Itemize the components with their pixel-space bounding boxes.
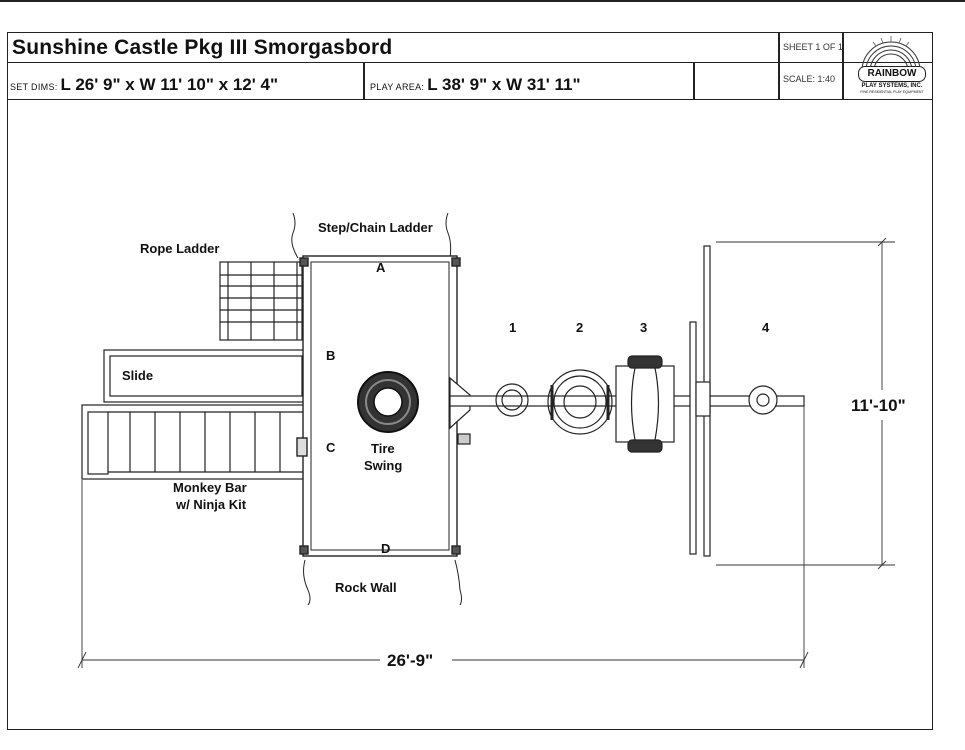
deck-point-a: A	[376, 260, 386, 275]
length-dimension: 26'-9"	[387, 651, 433, 670]
tire-label-2: Swing	[364, 458, 402, 473]
top-border	[0, 0, 965, 2]
title-row: Sunshine Castle Pkg III Smorgasbord	[8, 33, 932, 63]
deck-point-c: C	[326, 440, 336, 455]
logo-subtitle: PLAY SYSTEMS, INC.	[861, 83, 923, 89]
swing-1	[495, 383, 529, 417]
sheet-number: SHEET 1 OF 1	[783, 42, 843, 52]
slide	[103, 349, 305, 403]
divider	[778, 33, 780, 100]
a-frame	[689, 245, 711, 557]
swing-4	[748, 385, 778, 415]
page-title: Sunshine Castle Pkg III Smorgasbord	[12, 36, 393, 59]
deck-point-d: D	[381, 541, 390, 556]
rainbow-arc-icon	[861, 36, 921, 72]
logo-tagline: FINE RESIDENTIAL PLAY EQUIPMENT	[860, 90, 924, 94]
scale-text: SCALE: 1:40	[783, 74, 836, 84]
width-dimension: 11'-10"	[851, 396, 906, 415]
swing-3	[615, 355, 675, 453]
monkey-bar	[81, 404, 305, 480]
play-area-value: L 38' 9" x W 31' 11"	[427, 75, 581, 94]
divider	[363, 63, 365, 100]
rainbow-logo: RAINBOW PLAY SYSTEMS, INC. FINE RESIDENT…	[848, 33, 934, 100]
play-area: PLAY AREA:L 38' 9" x W 31' 11"	[370, 75, 581, 95]
dims-row: SET DIMS:L 26' 9" x W 11' 10" x 12' 4" P…	[8, 63, 932, 100]
position-2-label: 2	[576, 320, 583, 335]
step-chain-ladder-label: Step/Chain Ladder	[318, 220, 433, 235]
position-3-label: 3	[640, 320, 647, 335]
set-dims: SET DIMS:L 26' 9" x W 11' 10" x 12' 4"	[10, 75, 278, 95]
divider	[842, 33, 844, 100]
break-lines	[291, 212, 462, 606]
monkey-bar-label-2: w/ Ninja Kit	[175, 497, 247, 512]
monkey-bar-label-1: Monkey Bar	[173, 480, 247, 495]
rope-ladder	[219, 261, 303, 341]
logo-wordmark: RAINBOW	[858, 66, 926, 82]
set-dims-value: L 26' 9" x W 11' 10" x 12' 4"	[60, 75, 279, 94]
position-1-label: 1	[509, 320, 516, 335]
swing-2	[547, 369, 613, 435]
dimension-lines	[77, 237, 895, 669]
divider	[693, 63, 695, 100]
tire-swing	[357, 371, 419, 433]
drawing-sheet: Sunshine Castle Pkg III Smorgasbord SET …	[7, 32, 933, 730]
rock-wall-label: Rock Wall	[335, 580, 397, 595]
play-area-label: PLAY AREA:	[370, 82, 425, 92]
tire-label-1: Tire	[371, 441, 395, 456]
rope-ladder-label: Rope Ladder	[140, 241, 219, 256]
set-dims-label: SET DIMS:	[10, 82, 58, 92]
position-4-label: 4	[762, 320, 770, 335]
deck-point-b: B	[326, 348, 335, 363]
slide-label: Slide	[122, 368, 153, 383]
